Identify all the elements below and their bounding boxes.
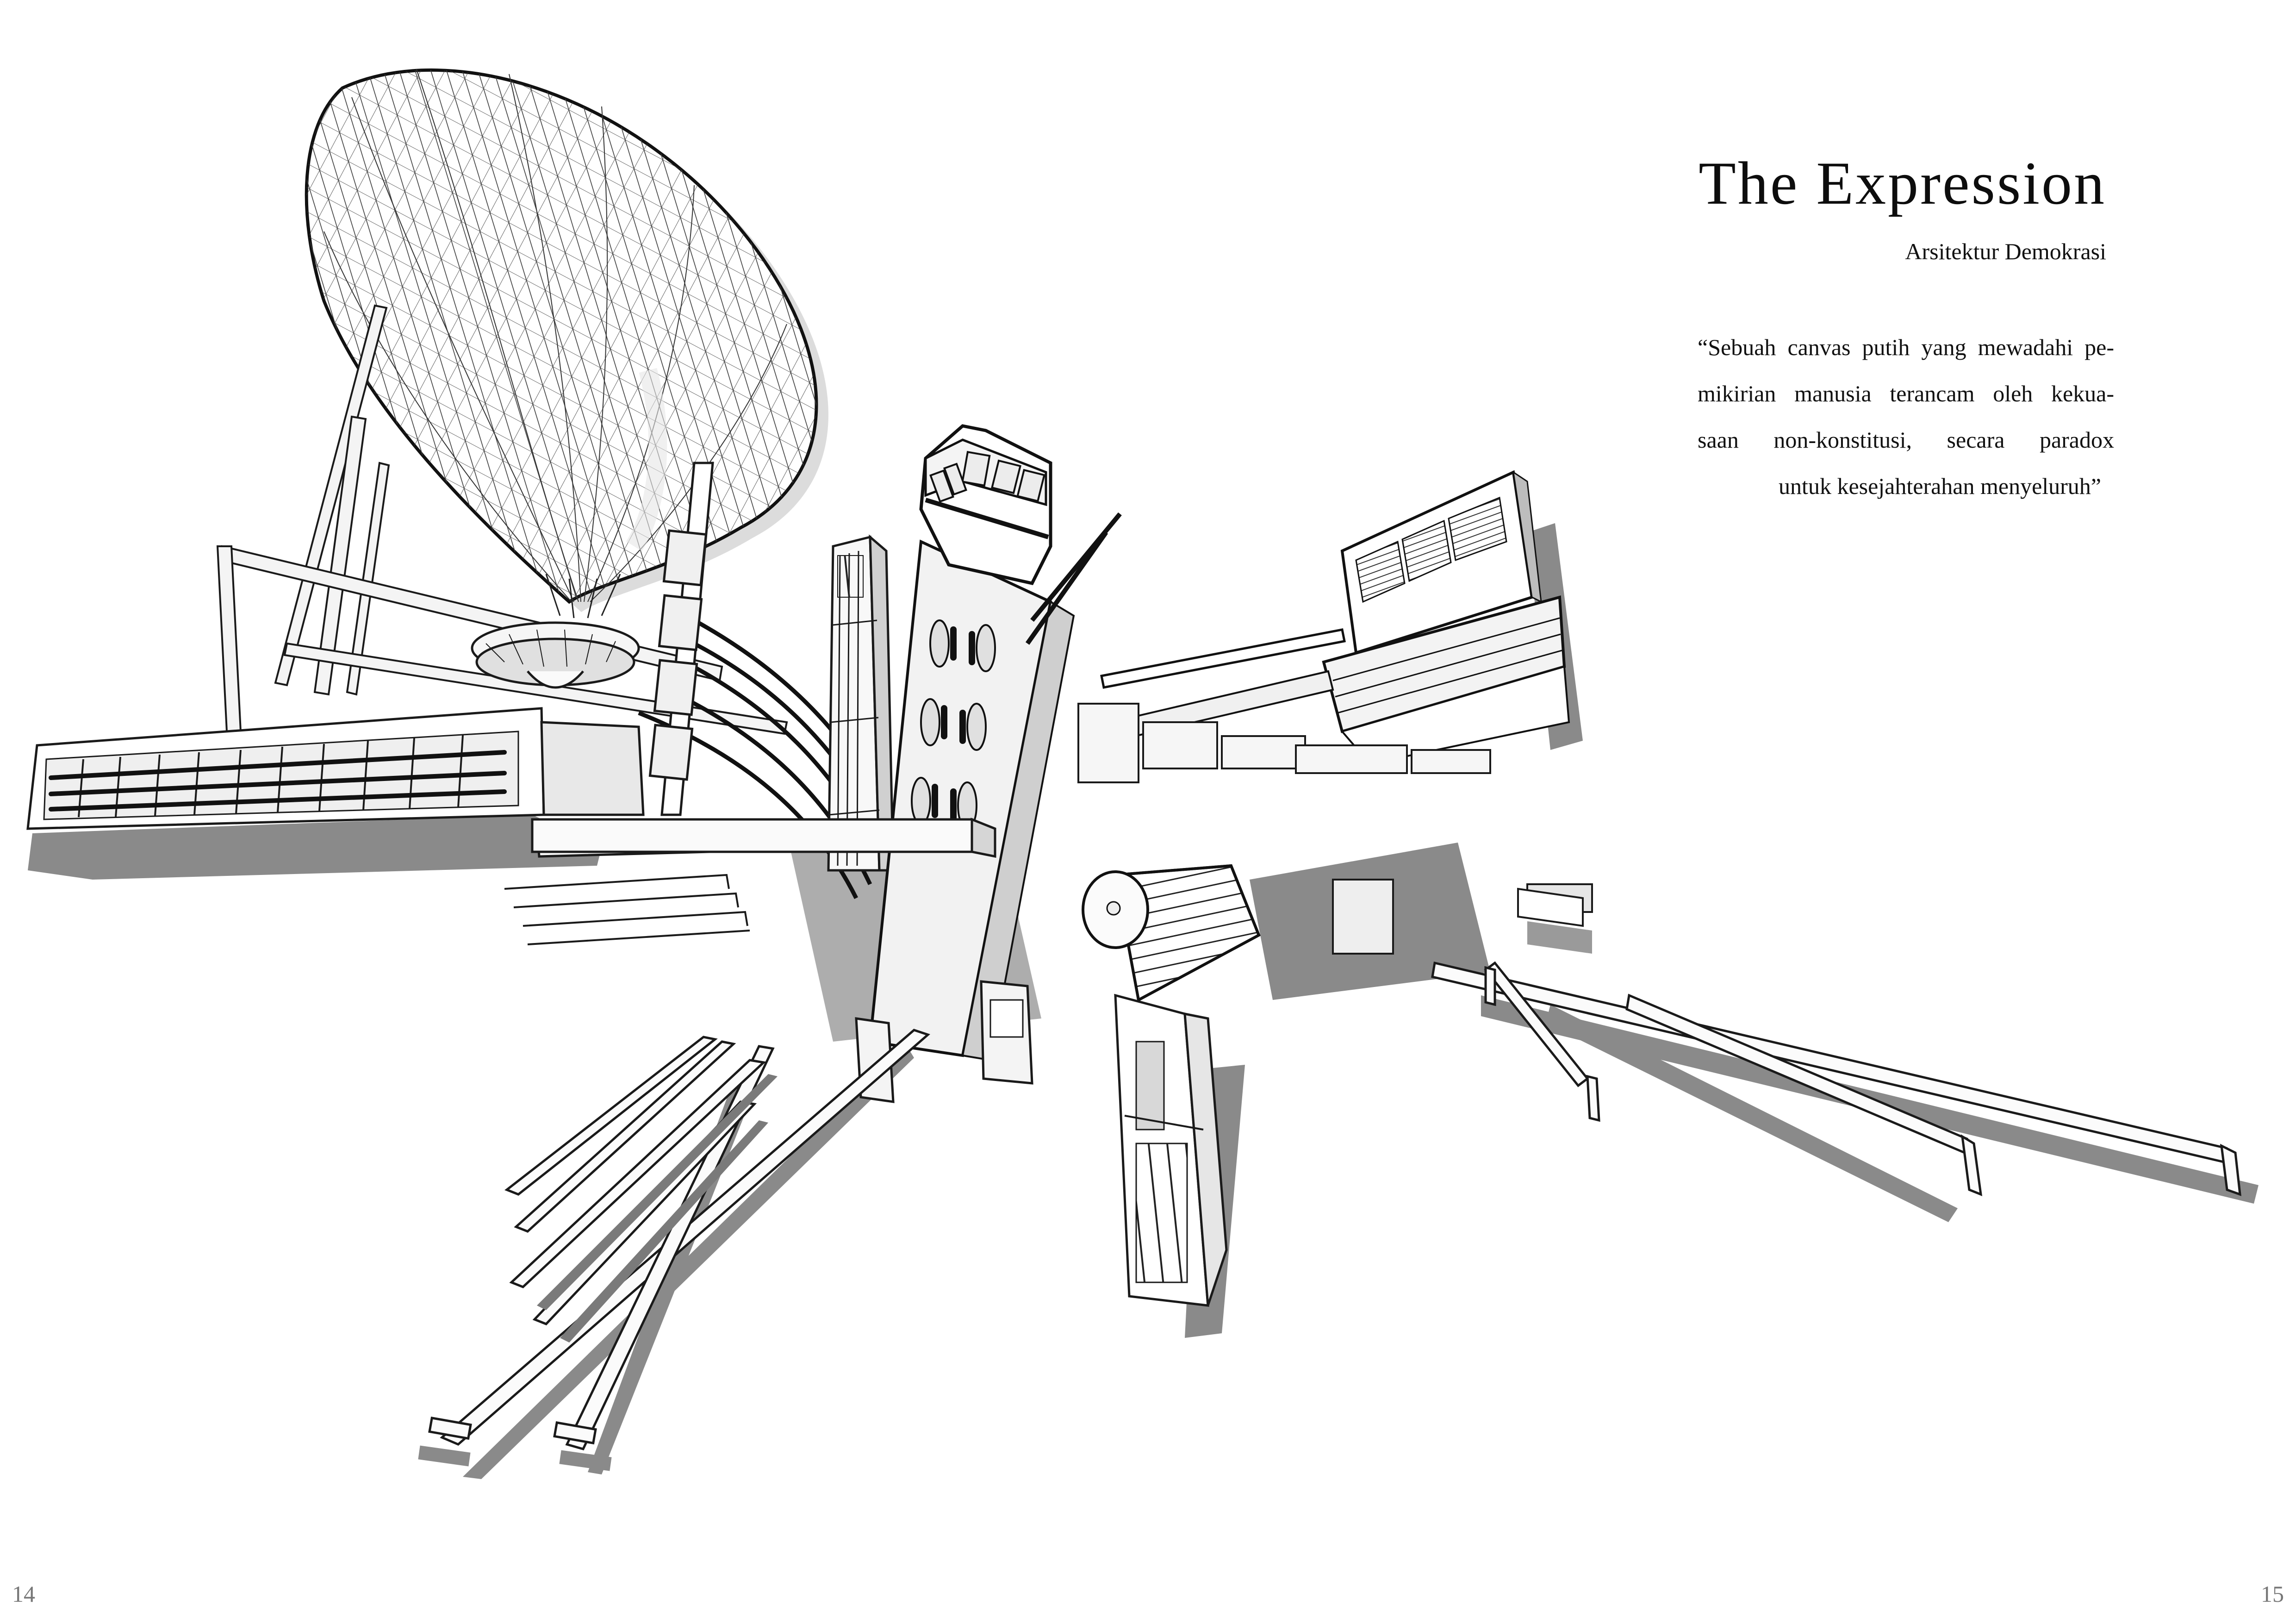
saucer-platform bbox=[471, 621, 640, 689]
louvred-building bbox=[1109, 470, 1570, 765]
lower-left-beams bbox=[428, 1029, 930, 1450]
page-number-left: 14 bbox=[12, 1581, 35, 1607]
screw-rows bbox=[49, 750, 507, 812]
quote-line: “Sebuah canvas putih yang mewadahi pe- bbox=[1698, 334, 2114, 360]
lattice-tower bbox=[827, 534, 895, 872]
page-number-right: 15 bbox=[2261, 1581, 2284, 1607]
long-bay-block bbox=[26, 707, 883, 858]
elevator-shaft bbox=[1114, 993, 1228, 1307]
quote-line: untuk kesejahterahan menyeluruh” bbox=[1779, 473, 2101, 499]
ladder-rail bbox=[1100, 628, 1346, 689]
horizontal-beam bbox=[531, 818, 996, 858]
control-tower bbox=[868, 424, 1075, 1062]
diagonal-rods bbox=[1025, 512, 1122, 645]
page-subtitle: Arsitektur Demokrasi bbox=[1905, 238, 2106, 264]
ribbed-drum bbox=[1082, 864, 1261, 1002]
quote-line: saan non-konstitusi, secara paradox bbox=[1698, 427, 2114, 453]
title-block: The Expression Arsitektur Demokrasi bbox=[1699, 153, 2106, 263]
rail-brackets bbox=[504, 874, 750, 945]
quote-block: “Sebuah canvas putih yang mewadahi pe- m… bbox=[1698, 324, 2114, 509]
small-box-right bbox=[1517, 887, 1592, 954]
lower-left-beam-shadows bbox=[537, 1074, 778, 1343]
panel-column bbox=[648, 462, 714, 816]
gear-drums bbox=[911, 619, 996, 830]
quote-line: mikirian manusia terancam oleh kekua- bbox=[1698, 381, 2114, 406]
page-title: The Expression bbox=[1699, 149, 2106, 217]
small-cabin bbox=[855, 980, 1033, 1103]
balloon-envelope bbox=[305, 68, 828, 618]
right-rails bbox=[1431, 961, 2241, 1196]
